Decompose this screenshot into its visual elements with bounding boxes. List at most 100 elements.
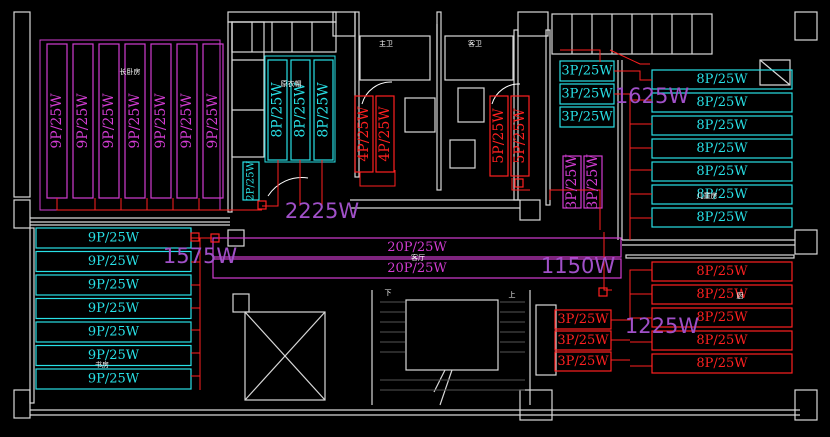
- room-stairs_up: 上: [509, 290, 516, 299]
- rb-row-mat-4: [651, 353, 793, 374]
- left-row-mat-6: [35, 368, 192, 390]
- left-row-mat-5: [35, 344, 192, 367]
- room-kids: 儿童房: [697, 191, 718, 200]
- rt-row-mat-4: [651, 161, 793, 182]
- bedroom-mat-label-2: 9P/25W: [101, 93, 117, 149]
- left-row-mat-label-3: 9P/25W: [88, 301, 140, 316]
- power-wiring: [56, 49, 652, 390]
- thermostat-2: [598, 287, 608, 297]
- bath-left-mat-0: [354, 95, 374, 173]
- bedroom-mat-5: [176, 43, 198, 199]
- bath-left-mat-label-0: 4P/25W: [356, 106, 372, 162]
- room-bath_left: 主卫: [379, 39, 393, 48]
- left-row-mat-label-6: 9P/25W: [88, 372, 140, 387]
- rb-row-mat-0: [651, 261, 793, 282]
- thermostat-0: [257, 200, 267, 210]
- bedroom-mat-label-5: 9P/25W: [179, 93, 195, 149]
- thermostat-4: [190, 232, 200, 242]
- room-study: 书房: [95, 360, 109, 369]
- stair-treads: [380, 301, 525, 391]
- mid-mat-label-0: 8P/25W: [270, 82, 286, 138]
- bath-right-mat-label-0: 5P/25W: [491, 108, 507, 164]
- living-mat-0: [212, 237, 622, 258]
- bedroom-mat-label-1: 9P/25W: [75, 93, 91, 149]
- rt-small-mat-2: [559, 106, 615, 128]
- bedroom-mat-label-4: 9P/25W: [153, 93, 169, 149]
- wire-28: [603, 232, 612, 291]
- center-mat-0: [562, 155, 582, 209]
- rb-small-mat-label-2: 3P/25W: [557, 354, 609, 369]
- left-row-mat-label-4: 9P/25W: [88, 325, 140, 340]
- rt-row-mat-label-1: 8P/25W: [696, 95, 748, 110]
- total-right-top: 1625W: [615, 84, 689, 108]
- bedroom-mat-6: [202, 43, 224, 199]
- bath-left-mat-1: [375, 95, 395, 173]
- living-mat-1: [212, 258, 622, 279]
- wire-12: [614, 70, 652, 81]
- rt-row-mat-label-5: 8P/25W: [696, 187, 748, 202]
- wire-0: [56, 198, 250, 211]
- rb-row-mat-label-0: 8P/25W: [696, 264, 748, 279]
- room-bedroom_left: 长卧房: [120, 67, 141, 76]
- wire-38: [609, 49, 650, 65]
- left-row-mat-label-5: 9P/25W: [88, 348, 140, 363]
- living-mat-label-0: 20P/25W: [387, 240, 447, 255]
- door-arc: [267, 177, 309, 197]
- thermostat-1: [210, 233, 220, 243]
- rt-small-mat-label-2: 3P/25W: [561, 110, 613, 125]
- bedroom-mat-label-0: 9P/25W: [49, 93, 65, 149]
- center-mat-label-1: 3P/25W: [585, 154, 601, 210]
- bedroom-mat-3: [124, 43, 146, 199]
- living-mat-label-1: 20P/25W: [387, 261, 447, 276]
- rb-row-mat-3: [651, 330, 793, 351]
- room-kitchen: 厨: [737, 292, 744, 300]
- rt-row-mat-label-3: 8P/25W: [696, 141, 748, 156]
- door-arc-2: [361, 81, 393, 105]
- rt-row-mat-label-6: 8P/25W: [696, 210, 748, 225]
- left-row-mat-label-1: 9P/25W: [88, 254, 140, 269]
- left-row-mat-label-2: 9P/25W: [88, 278, 140, 293]
- small-mat-label: 2P/25W: [246, 161, 257, 201]
- bedroom-mat-2: [98, 43, 120, 199]
- center-mat-1: [583, 155, 603, 209]
- rb-row-mat-label-1: 8P/25W: [696, 287, 748, 302]
- bedroom-mat-label-3: 9P/25W: [127, 93, 143, 149]
- bath-left-mat-label-1: 4P/25W: [377, 106, 393, 162]
- wire-29: [611, 269, 652, 321]
- wire-36: [549, 189, 601, 230]
- bedroom-mat-4: [150, 43, 172, 199]
- rt-row-mat-2: [651, 115, 793, 136]
- total-left-top: 2225W: [285, 199, 359, 223]
- wire-11: [511, 178, 530, 191]
- rb-row-mat-label-4: 8P/25W: [696, 356, 748, 371]
- bath-right-mat-label-1: 5P/25W: [512, 108, 528, 164]
- rb-small-mat-label-1: 3P/25W: [557, 333, 609, 348]
- wire-10: [359, 170, 396, 187]
- rt-row-mat-label-0: 8P/25W: [696, 72, 748, 87]
- wire-13: [614, 93, 631, 240]
- rt-row-mat-label-2: 8P/25W: [696, 118, 748, 133]
- wire-7: [262, 160, 279, 207]
- rb-row-mat-label-2: 8P/25W: [696, 310, 748, 325]
- thermostat-3: [514, 178, 524, 188]
- room-stairs_down: 下: [385, 289, 392, 297]
- bedroom-mat-1: [72, 43, 94, 199]
- mid-mat-label-1: 8P/25W: [293, 82, 309, 138]
- rt-small-mat-label-0: 3P/25W: [561, 64, 613, 79]
- rb-small-mat-2: [554, 351, 612, 372]
- heating-mats: [35, 39, 793, 390]
- rb-small-mat-label-0: 3P/25W: [557, 312, 609, 327]
- left-row-mat-4: [35, 321, 192, 343]
- mid-mat-label-2: 8P/25W: [316, 82, 332, 138]
- total-center: 1150W: [541, 254, 615, 278]
- room-living: 客厅: [411, 253, 425, 262]
- room-bedroom_mid: 原衣帽: [281, 79, 302, 88]
- small-mat: [242, 161, 260, 201]
- bedroom-mat-label-6: 9P/25W: [205, 93, 221, 149]
- door-arc-3: [491, 83, 521, 105]
- rt-row-mat-label-4: 8P/25W: [696, 164, 748, 179]
- labels: 9P/25W 9P/25W 9P/25W 9P/25W 9P/25W 9P/25W 9P/2…: [49, 39, 748, 387]
- room-bath_right: 客卫: [468, 39, 482, 48]
